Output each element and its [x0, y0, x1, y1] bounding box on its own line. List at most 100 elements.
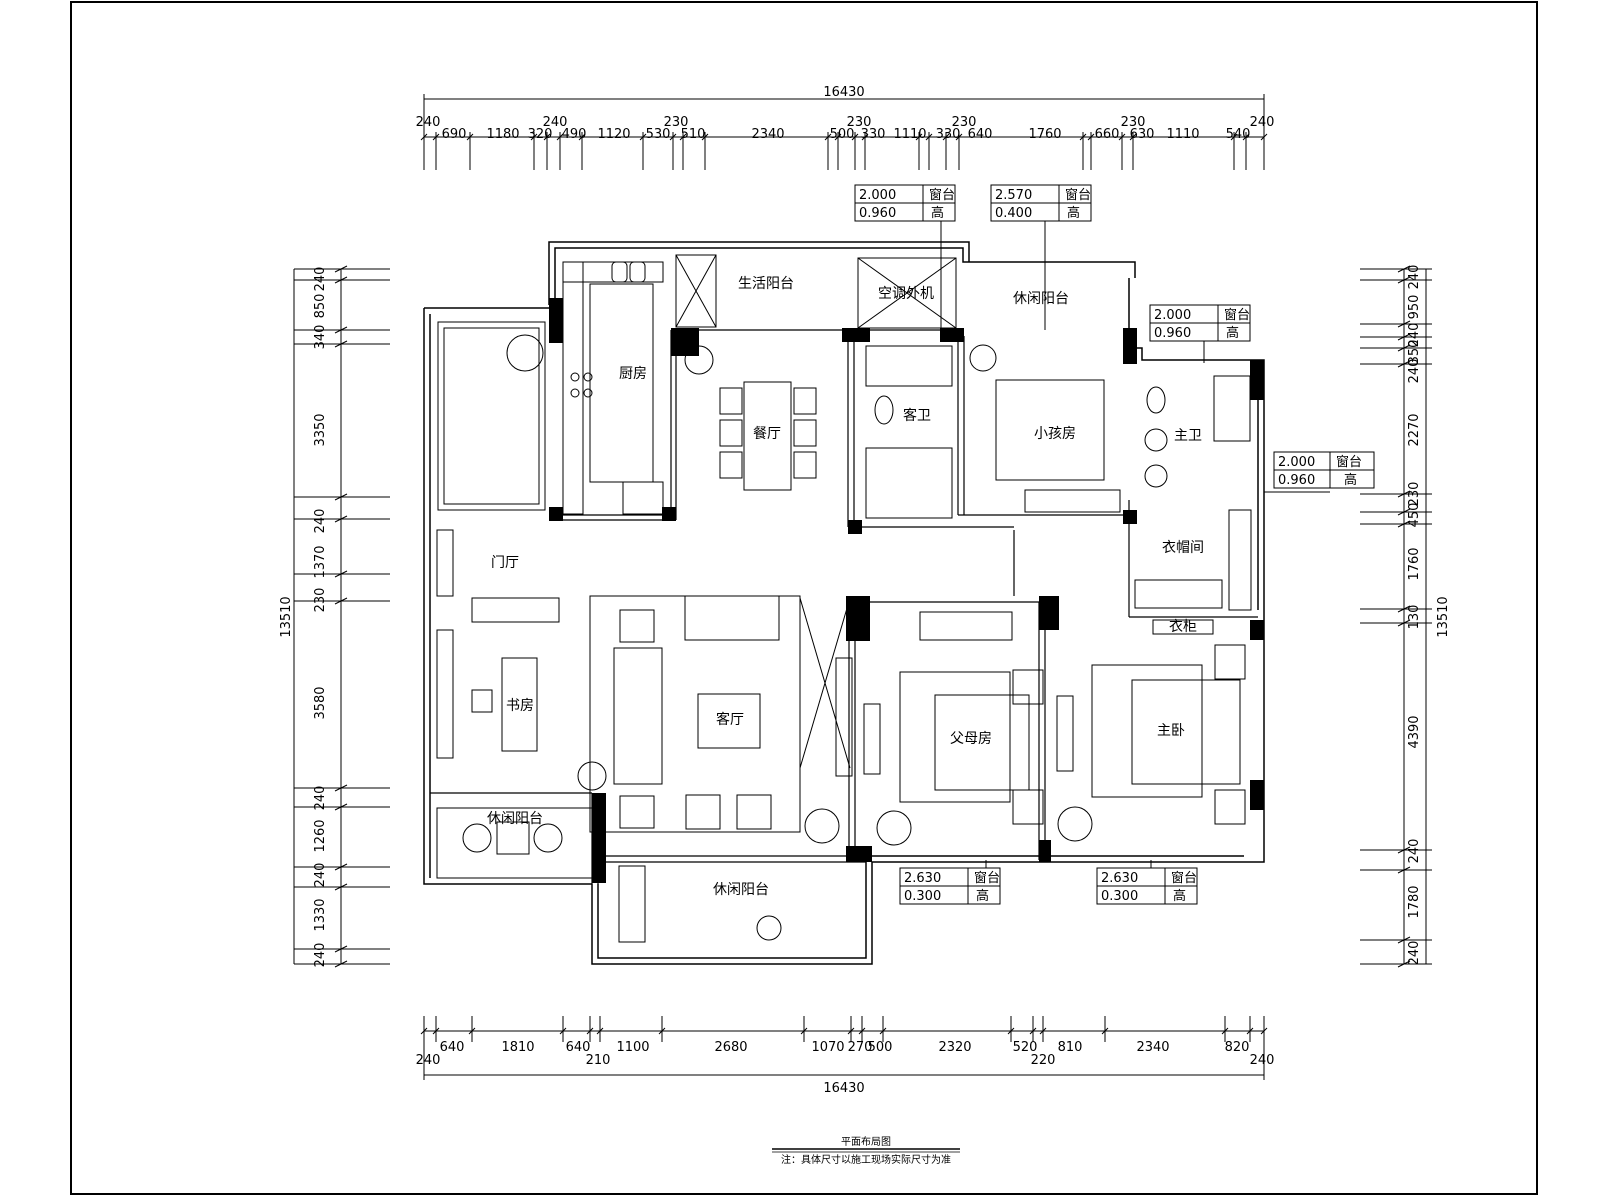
- plan-note: 注：具体尺寸以施工现场实际尺寸为准: [781, 1153, 951, 1166]
- dimension-tick: [679, 133, 687, 141]
- dim-label: 220: [1031, 1053, 1056, 1068]
- dim-label: 530: [646, 127, 671, 142]
- right-labels: 240 950 240 350 240 2270 230 450 1760 13…: [1407, 265, 1422, 966]
- dimension-tick: [851, 133, 859, 141]
- window-tag-label: 高: [931, 205, 944, 221]
- window-tag-label: 高: [1173, 888, 1186, 904]
- dimension-tick: [1397, 960, 1411, 968]
- dimension-tick: [1397, 508, 1411, 516]
- dimension-tick: [586, 1027, 594, 1035]
- window-tag: 2.000 窗台 0.960 高: [1149, 304, 1251, 363]
- dim-label: 2320: [938, 1040, 971, 1055]
- dim-label: 640: [968, 127, 993, 142]
- dimension-tick: [334, 340, 348, 348]
- dim-label: 3350: [313, 413, 328, 446]
- dimension-tick: [1246, 1027, 1254, 1035]
- dim-label: 240: [313, 267, 328, 292]
- dim-label: 240: [1407, 941, 1422, 966]
- dimension-tick: [1129, 133, 1137, 141]
- dim-label: 330: [861, 127, 886, 142]
- dim-label: 450: [1407, 503, 1422, 528]
- dim-label: 2340: [1136, 1040, 1169, 1055]
- dimension-tick: [466, 133, 474, 141]
- dim-label: 520: [1013, 1040, 1038, 1055]
- window-tag-label: 窗台: [1065, 187, 1091, 203]
- dim-label: 230: [1407, 482, 1422, 507]
- dimension-tick: [334, 570, 348, 578]
- dimension-tick: [1397, 360, 1411, 368]
- dim-label: 660: [1095, 127, 1120, 142]
- dimension-tick: [1397, 490, 1411, 498]
- dimension-tick: [468, 1027, 476, 1035]
- room-kids-balcony: 休闲阳台: [1013, 291, 1069, 307]
- plants: [506, 334, 1093, 846]
- dimension-tick: [942, 133, 950, 141]
- dim-label: 500: [830, 127, 855, 142]
- top-row2-labels: 690 1180 320 490 1120 530 510 2340 500 3…: [442, 127, 1251, 142]
- room-living: 客厅: [716, 711, 744, 728]
- dimension-tick: [915, 133, 923, 141]
- dimension-tick: [334, 493, 348, 501]
- right-total-dim: 13510: [1436, 596, 1451, 637]
- window-tag: 2.000 窗台 0.960 高: [854, 184, 956, 330]
- left-labels: 240 850 340 3350 240 1370 230 3580 240 1…: [313, 267, 328, 968]
- window-tag-value: 2.630: [1101, 871, 1138, 886]
- drawing-frame: [70, 1, 1538, 1195]
- dim-label: 1760: [1407, 547, 1422, 580]
- dimension-tick: [1397, 619, 1411, 627]
- dimension-tick: [432, 133, 440, 141]
- dim-label: 3580: [313, 686, 328, 719]
- room-labels: 厨房 生活阳台 空调外机 餐厅 客卫 小孩房 休闲阳台 主卫 衣帽间 衣柜 门厅…: [487, 276, 1204, 898]
- room-parents: 父母房: [950, 731, 992, 747]
- top-total-dim: 16430: [823, 85, 864, 100]
- dim-label: 1780: [1407, 885, 1422, 918]
- dimension-tick: [334, 863, 348, 871]
- dimension-tick: [334, 265, 348, 273]
- dimension-tick: [879, 1027, 887, 1035]
- window-tag-label: 窗台: [929, 187, 955, 203]
- dimension-tick: [1087, 133, 1095, 141]
- dim-label: 240: [313, 786, 328, 811]
- window-tag-value: 0.960: [1154, 326, 1191, 341]
- dimension-tick: [1397, 344, 1411, 352]
- window-tag-value: 0.400: [995, 206, 1032, 221]
- right-dimension-ticks: [1360, 265, 1432, 968]
- dim-label: 1110: [1166, 127, 1199, 142]
- dimension-tick: [1079, 133, 1087, 141]
- window-tag: 2.570 窗台 0.400 高: [990, 184, 1092, 330]
- window-tag-value: 2.570: [995, 188, 1032, 203]
- dimension-tick: [1397, 265, 1411, 273]
- dim-label: 240: [543, 115, 568, 130]
- top-dimension-ticks: [420, 132, 1268, 170]
- dim-label: 240: [313, 509, 328, 534]
- dim-label: 240: [416, 1053, 441, 1068]
- room-leisure-balcony: 休闲阳台: [713, 882, 769, 898]
- dim-label: 240: [313, 943, 328, 968]
- dim-label: 340: [313, 325, 328, 350]
- plan-title: 平面布局图: [841, 1136, 891, 1148]
- dim-label: 240: [1407, 839, 1422, 864]
- dim-label: 240: [1250, 1053, 1275, 1068]
- dimension-tick: [432, 1027, 440, 1035]
- window-tag: 2.630 窗台 0.300 高: [899, 860, 1001, 905]
- dimension-tick: [834, 133, 842, 141]
- dimension-tick: [334, 803, 348, 811]
- left-dimensions: [293, 269, 342, 964]
- dim-label: 500: [868, 1040, 893, 1055]
- window-tag-value: 0.300: [904, 889, 941, 904]
- dim-label: 1330: [313, 898, 328, 931]
- bottom-total-dim: 16430: [823, 1081, 864, 1096]
- dim-label: 1260: [313, 819, 328, 852]
- room-guest-wc: 客卫: [903, 407, 931, 424]
- dim-label: 320: [528, 127, 553, 142]
- room-kids-room: 小孩房: [1034, 426, 1076, 442]
- dimension-tick: [578, 133, 586, 141]
- dimension-tick: [955, 133, 963, 141]
- dim-label: 1100: [616, 1040, 649, 1055]
- left-dimension-ticks: [294, 265, 390, 968]
- window-tag-value: 0.960: [1278, 473, 1315, 488]
- dimension-tick: [1397, 605, 1411, 613]
- dim-label: 240: [416, 115, 441, 130]
- dimension-tick: [1118, 133, 1126, 141]
- dim-label: 270: [848, 1040, 873, 1055]
